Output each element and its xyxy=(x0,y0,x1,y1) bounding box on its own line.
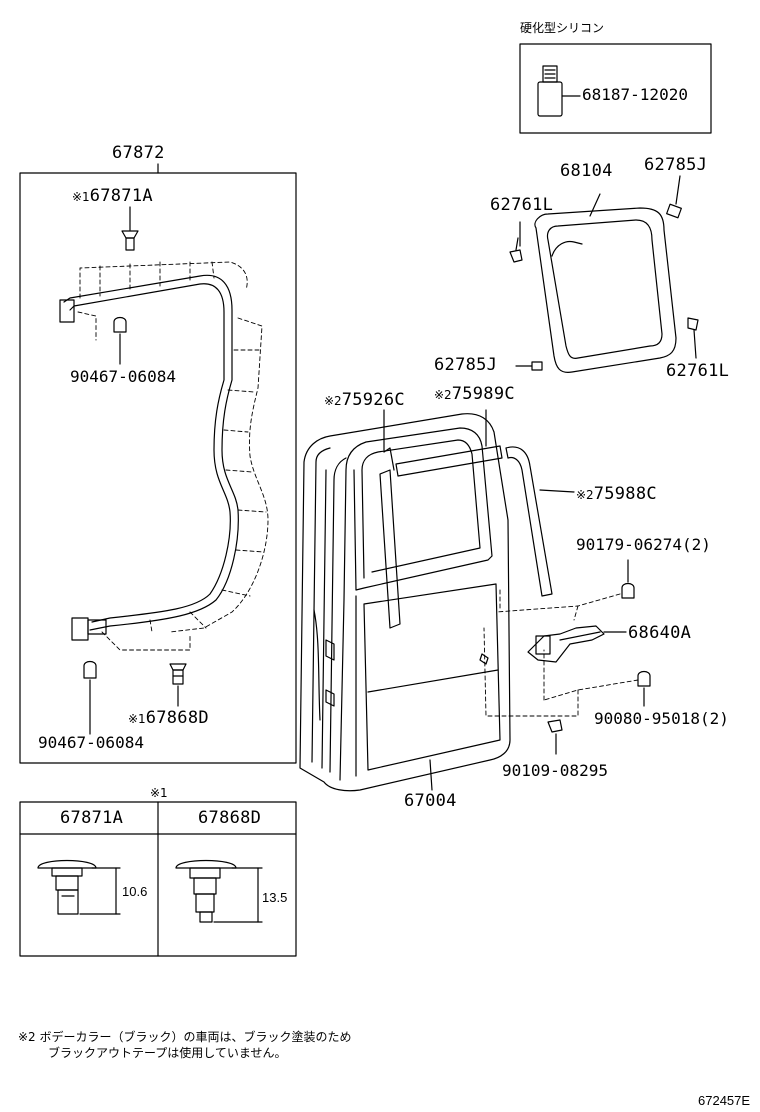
detail-table-frame xyxy=(19,801,297,957)
part-label-68104[interactable]: 68104 xyxy=(560,161,613,181)
bolt-90109-icon xyxy=(547,719,563,733)
clip-bottom-callout: ※167868D xyxy=(128,708,209,727)
bolt-lower-icon xyxy=(83,660,97,679)
bolt-upper-icon xyxy=(113,316,127,333)
clip-62761-upper-icon xyxy=(509,237,523,263)
part-label-90179[interactable]: 90179-06274(2) xyxy=(576,535,711,554)
mark-2: ※2 xyxy=(434,388,452,402)
tape-75988C-drawing xyxy=(505,446,553,597)
part-label-67868D[interactable]: 67868D xyxy=(145,708,209,728)
part-label-62785J-top[interactable]: 62785J xyxy=(644,155,708,175)
silicone-header: 硬化型シリコン xyxy=(520,21,605,35)
part-label-62761L-lower[interactable]: 62761L xyxy=(666,361,730,381)
part-label-68640A[interactable]: 68640A xyxy=(628,623,692,643)
window-glass-drawing xyxy=(534,193,677,373)
part-label-68187[interactable]: 68187-12020 xyxy=(582,85,688,104)
clip-67868D-detail-icon xyxy=(175,859,263,923)
part-label-67872[interactable]: 67872 xyxy=(112,143,165,163)
tape-a-callout: ※275926C xyxy=(324,390,405,409)
tape-75989C-drawing xyxy=(395,445,503,477)
part-label-75989C[interactable]: 75989C xyxy=(451,384,515,404)
part-label-90080[interactable]: 90080-95018(2) xyxy=(594,709,729,728)
tape-c-callout: ※275988C xyxy=(576,484,657,503)
part-label-90467-lower[interactable]: 90467-06084 xyxy=(38,733,144,752)
mark-2: ※2 xyxy=(324,394,342,408)
clip-top-callout: ※167871A xyxy=(72,186,153,205)
table-mark: ※1 xyxy=(150,786,168,800)
clip-62761-lower-icon xyxy=(687,317,699,359)
table-col-1-header: 67871A xyxy=(60,808,124,828)
door-check-drawing xyxy=(527,625,627,663)
part-label-67871A[interactable]: 67871A xyxy=(89,186,153,206)
screw-90080-icon xyxy=(637,670,651,687)
part-label-90467-upper[interactable]: 90467-06084 xyxy=(70,367,176,386)
figure-id: 672457E xyxy=(698,1093,751,1108)
rear-door-drawing xyxy=(299,413,511,792)
weatherstrip-drawing xyxy=(59,261,269,651)
part-label-75926C[interactable]: 75926C xyxy=(341,390,405,410)
mark-1: ※1 xyxy=(72,190,90,204)
footnote-line-2: ブラックアウトテープは使用していません。 xyxy=(48,1046,287,1060)
mark-2: ※2 xyxy=(576,488,594,502)
clip-bottom-icon xyxy=(169,663,187,685)
door-dashed-guides xyxy=(483,589,639,717)
clip-top-icon xyxy=(121,230,139,251)
silicone-tube-icon xyxy=(537,65,581,117)
dimension-13-5: 13.5 xyxy=(262,890,288,905)
screw-90179-icon xyxy=(621,582,635,599)
part-label-90109[interactable]: 90109-08295 xyxy=(502,761,608,780)
dimension-10-6: 10.6 xyxy=(122,884,148,899)
part-label-75988C[interactable]: 75988C xyxy=(593,484,657,504)
footnote-line-1: ※2 ボデーカラー（ブラック）の車両は、ブラック塗装のため xyxy=(18,1030,352,1044)
left-group-frame xyxy=(19,172,297,764)
tape-b-callout: ※275989C xyxy=(434,384,515,403)
door-panel-leader xyxy=(429,759,433,791)
part-label-62785J-lower[interactable]: 62785J xyxy=(434,355,498,375)
silicone-box-frame xyxy=(519,43,712,134)
table-col-2-header: 67868D xyxy=(198,808,262,828)
clip-67871A-detail-icon xyxy=(37,859,121,915)
part-label-67004[interactable]: 67004 xyxy=(404,791,457,811)
mark-1: ※1 xyxy=(128,712,146,726)
clip-62785-top-icon xyxy=(666,203,682,219)
part-label-62761L-top[interactable]: 62761L xyxy=(490,195,554,215)
tape-75926C-drawing xyxy=(379,447,401,629)
clip-62785-lower-icon xyxy=(531,361,543,371)
